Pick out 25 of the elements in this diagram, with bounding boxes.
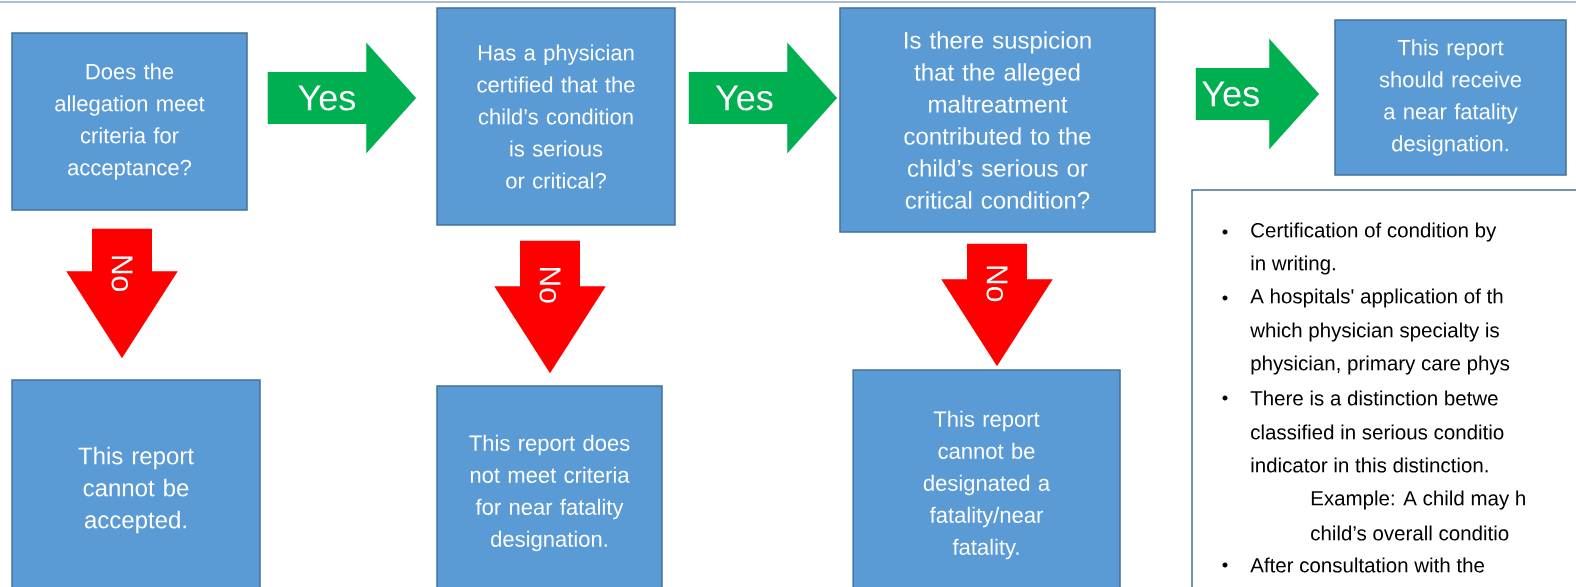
edge-label: No xyxy=(111,256,133,291)
process-box: This report cannot be designated a fatality/near fatality. xyxy=(852,369,1121,587)
note-text: physician, primary care phys xyxy=(1251,355,1510,375)
edge-label: No xyxy=(539,268,561,303)
process-box: Has a physician certified that the child’s condition is serious or critical? xyxy=(436,7,676,226)
note-text: classified in serious conditio xyxy=(1251,424,1504,440)
note-text: which physician specialty is xyxy=(1250,322,1499,342)
process-box: This report does not meet criteria for near fatality designation. xyxy=(436,385,663,587)
note-text: Certification of condition by xyxy=(1251,222,1497,242)
process-box: Is there suspicion that the alleged maltreatment contributed to the child’s serious or critical condition? xyxy=(839,7,1156,233)
note-text: After consultation with the xyxy=(1250,557,1484,573)
note-text: A hospitals' application of th xyxy=(1250,288,1503,308)
note-text: Example: A child may h xyxy=(1311,490,1525,510)
note-text: child’s overall conditio xyxy=(1311,525,1509,541)
note-text: indicator in this distinction. xyxy=(1251,457,1488,473)
process-box: Does the allegation meet criteria for acceptance? xyxy=(11,32,248,211)
note-text: There is a distinction betwe xyxy=(1250,390,1498,406)
process-box: This report should receive a near fatality designation. xyxy=(1334,19,1567,176)
edge-label: Yes xyxy=(715,85,773,111)
process-box: This report cannot be accepted. xyxy=(11,379,261,587)
notes-box xyxy=(1191,189,1576,587)
edge-label: Yes xyxy=(1202,81,1259,107)
note-text: in writing. xyxy=(1251,255,1335,275)
edge-label: No xyxy=(986,266,1008,302)
edge-label: Yes xyxy=(298,85,355,111)
